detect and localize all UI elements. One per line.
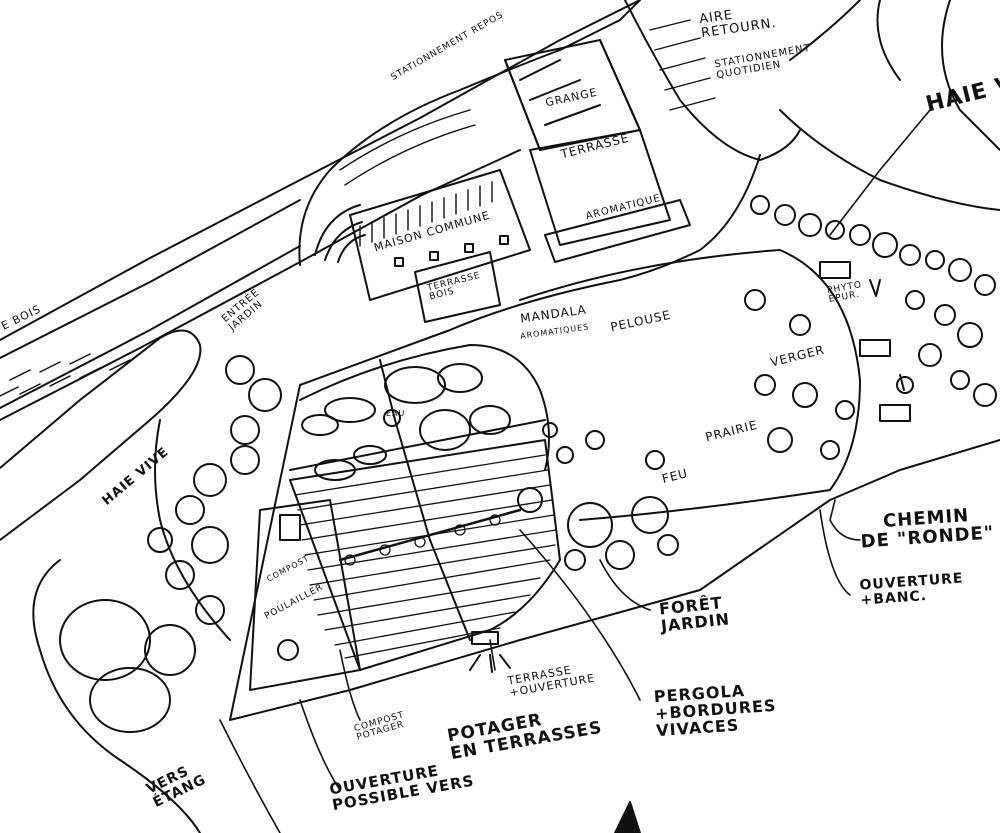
site-boundary	[229, 0, 1000, 721]
potager-terraces	[289, 439, 561, 671]
leader-lines	[219, 109, 931, 833]
haie-vive-left	[59, 355, 282, 733]
foret-jardin	[517, 487, 679, 571]
buildings	[314, 19, 716, 323]
haie-vive-right	[750, 195, 997, 422]
top-right-edge	[876, 0, 1000, 151]
terrasse-ouverture-marker	[469, 631, 511, 673]
lower-left-road	[0, 329, 231, 833]
eau-label: EAU	[386, 409, 406, 418]
mandala-garden	[289, 344, 550, 641]
foret-jardin-label: FORÊT JARDIN	[658, 593, 731, 636]
orchard	[519, 249, 861, 521]
pergola-label: PERGOLA +BORDURES VIVACES	[653, 680, 778, 740]
poulailler-enclosure	[249, 499, 361, 691]
main-road	[0, 0, 641, 421]
pencil-tip-icon	[614, 801, 641, 833]
